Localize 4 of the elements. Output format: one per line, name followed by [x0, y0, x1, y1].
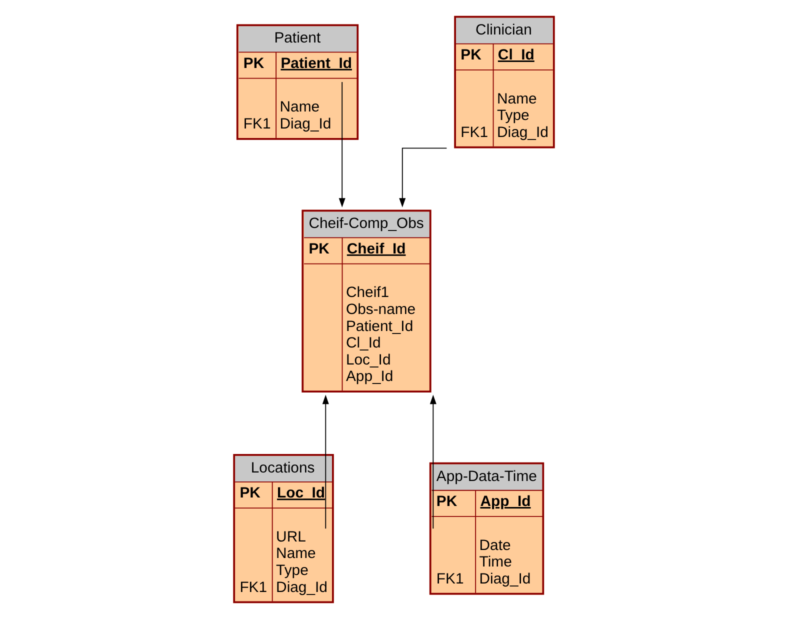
- arrow: [322, 394, 328, 530]
- arrow: [398, 148, 447, 208]
- arrow: [338, 82, 345, 208]
- arrow: [429, 394, 436, 530]
